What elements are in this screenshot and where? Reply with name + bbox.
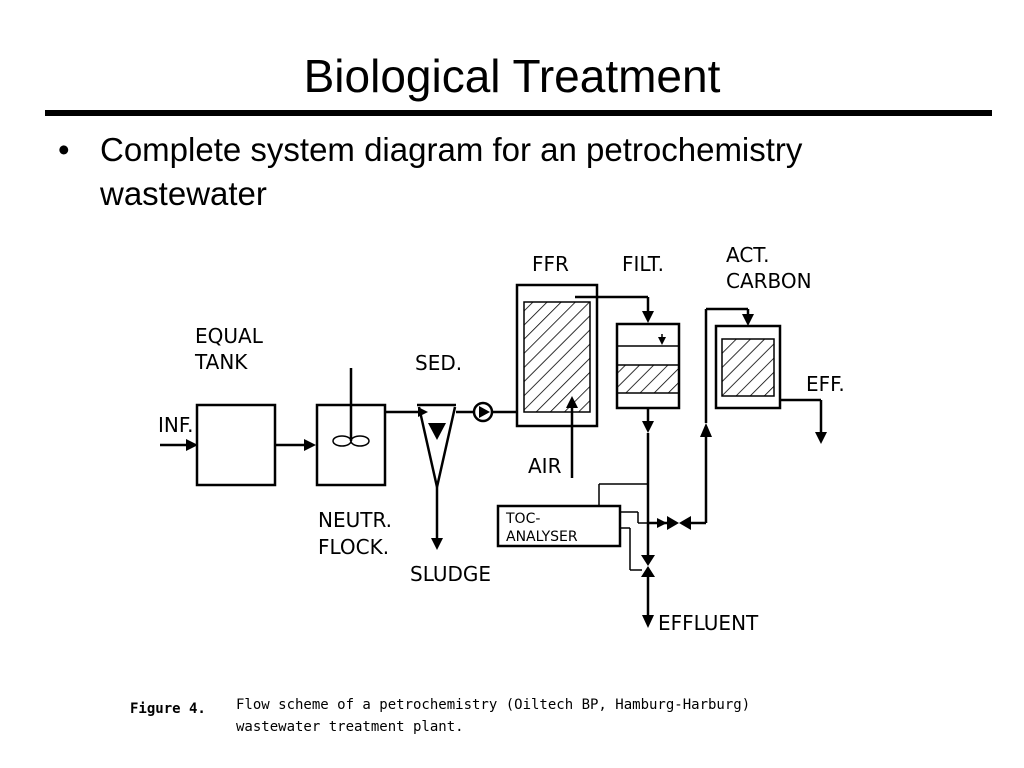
figure-caption-label: Figure 4. <box>130 701 206 717</box>
figure-caption-line2: wastewater treatment plant. <box>236 719 464 735</box>
sludge-label: SLUDGE <box>410 562 491 586</box>
ffr-label: FFR <box>532 252 569 276</box>
figure-caption-line1: Flow scheme of a petrochemistry (Oiltech… <box>236 697 750 713</box>
neutr-flock-label-line1: NEUTR. <box>318 508 392 532</box>
air-label: AIR <box>528 454 562 478</box>
equalization-tank <box>195 403 277 487</box>
bullet-item: • Complete system diagram for an petroch… <box>58 128 958 216</box>
filter-outlet-line <box>642 408 654 555</box>
pump-icon <box>472 401 494 423</box>
carbon-effluent-line <box>780 398 827 444</box>
toc-label-line1: TOC- <box>505 511 540 527</box>
act-carbon-label-line2: CARBON <box>726 269 812 293</box>
bullet-text: Complete system diagram for an petrochem… <box>100 131 803 212</box>
sludge-line <box>431 487 443 550</box>
toc-sample-lines <box>598 483 667 571</box>
carbon-bed <box>721 338 775 397</box>
filt-label: FILT. <box>622 252 664 276</box>
neutr-flock-label-line2: FLOCK. <box>318 535 389 559</box>
act-carbon-label-line1: ACT. <box>726 243 770 267</box>
equal-tank-label-line2: TANK <box>194 350 248 374</box>
inf-label: INF. <box>158 413 194 437</box>
bullet-symbol: • <box>58 131 70 168</box>
effluent-label: EFFLUENT <box>658 611 759 635</box>
ffr-to-filter-line <box>575 295 654 323</box>
equal-to-neutr-line <box>275 439 316 451</box>
effluent-valve-icon <box>641 555 655 577</box>
effluent-line <box>642 577 654 628</box>
ffr-packing-bed <box>523 301 591 413</box>
filter-media <box>616 364 680 394</box>
influent-line <box>160 439 198 451</box>
bypass-valve-icon <box>667 516 691 530</box>
title-divider <box>45 110 992 116</box>
slide-title: Biological Treatment <box>303 50 721 102</box>
toc-analyser <box>496 504 622 548</box>
mixer-icon <box>332 368 370 447</box>
air-supply-line <box>566 396 578 478</box>
toc-label-line2: ANALYSER <box>506 529 578 545</box>
sed-label: SED. <box>415 351 462 375</box>
sedimentation-tank <box>417 403 457 488</box>
filter-backwash-arrow <box>658 334 666 345</box>
eff-label: EFF. <box>806 372 845 396</box>
equal-tank-label-line1: EQUAL <box>195 324 264 348</box>
